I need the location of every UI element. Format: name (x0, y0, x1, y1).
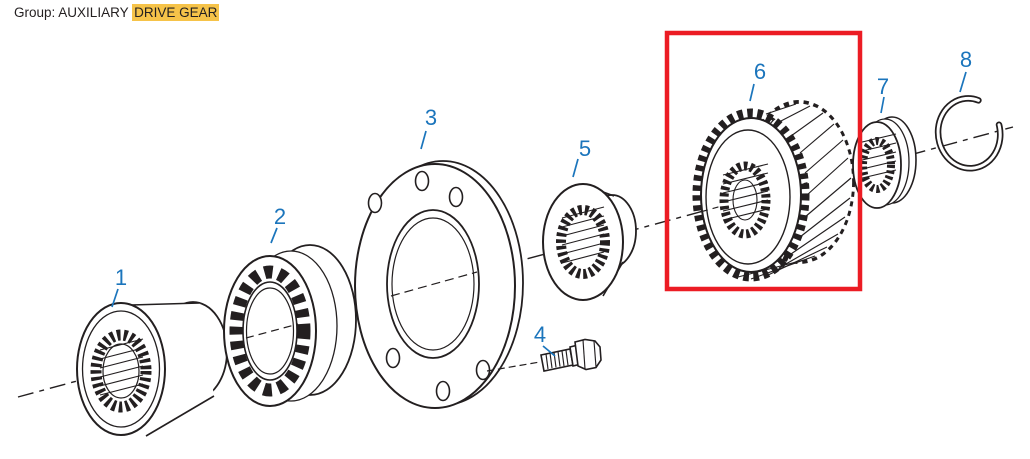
group-label: Group: (14, 5, 56, 20)
callout-8-number[interactable]: 8 (960, 47, 972, 72)
part-4[interactable] (486, 338, 602, 372)
part-5-spline-hatch (561, 206, 605, 264)
group-name: AUXILIARY (58, 5, 129, 20)
callout-7[interactable]: 7 (877, 74, 889, 114)
callout-8[interactable]: 8 (959, 47, 972, 93)
bolt-head (574, 338, 602, 371)
part-1[interactable] (76, 301, 228, 437)
group-header: Group: AUXILIARY DRIVE GEAR (14, 4, 220, 21)
bolt-threads (545, 350, 569, 370)
callout-2[interactable]: 2 (270, 204, 286, 244)
callout-3-number[interactable]: 3 (425, 105, 437, 130)
callout-2-number[interactable]: 2 (274, 204, 286, 229)
part-6[interactable] (692, 100, 855, 282)
part-3[interactable] (354, 160, 524, 409)
part-5[interactable] (542, 183, 637, 301)
callout-3[interactable]: 3 (420, 105, 437, 150)
part-7[interactable] (852, 116, 917, 209)
callout-4-number[interactable]: 4 (534, 322, 546, 347)
group-name-highlighted: DRIVE GEAR (132, 4, 220, 21)
callout-6[interactable]: 6 (749, 59, 766, 102)
callout-4[interactable]: 4 (534, 322, 556, 357)
callout-1[interactable]: 1 (111, 265, 127, 308)
part-1-spline-hatch (99, 338, 144, 396)
part-8[interactable] (934, 94, 1005, 172)
callout-5-number[interactable]: 5 (579, 136, 591, 161)
gear-spline-hatch (722, 163, 769, 221)
callout-6-number[interactable]: 6 (754, 59, 766, 84)
bolt-shank (540, 348, 574, 372)
part-2[interactable] (223, 244, 357, 407)
selection-highlight-box (664, 30, 863, 292)
part-7-spline-hatch (857, 133, 897, 180)
callout-7-number[interactable]: 7 (877, 74, 889, 99)
part-3-bolt-holes (367, 170, 491, 402)
callout-1-number[interactable]: 1 (115, 265, 127, 290)
callout-5[interactable]: 5 (572, 136, 591, 178)
